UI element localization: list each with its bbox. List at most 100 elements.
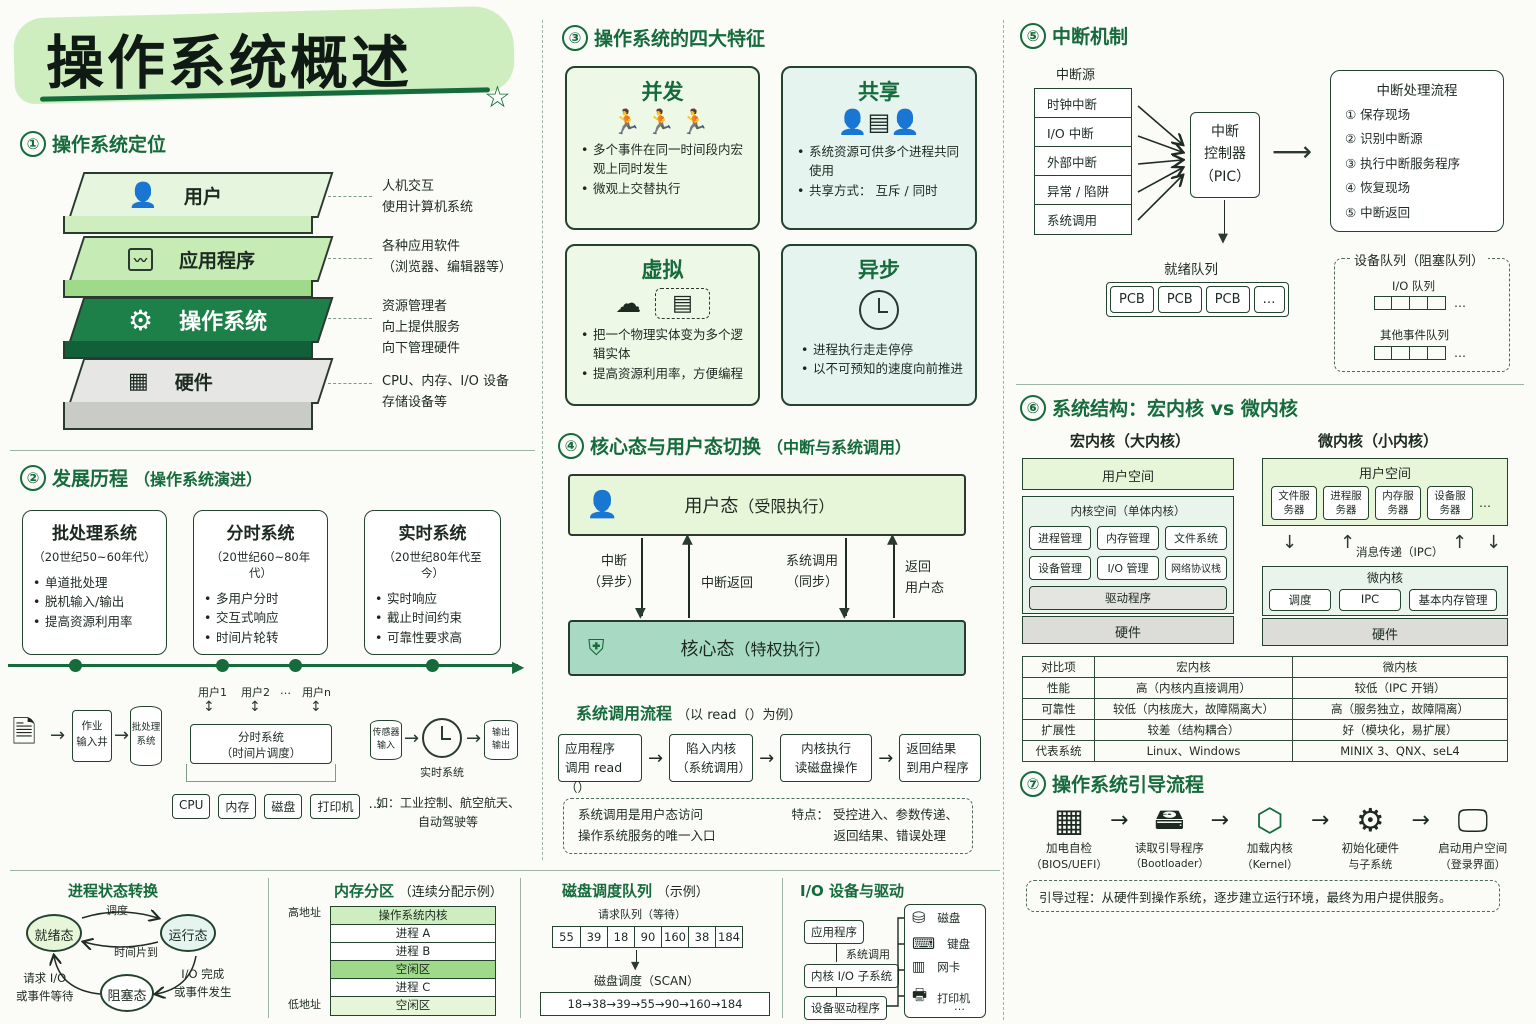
ts-user-1: 用户1 bbox=[198, 686, 227, 699]
service-order: 18 → 38 → 39 → 55 → 90 → 160 → 184 bbox=[540, 992, 770, 1016]
request-queue-title: 请求队列（等待） bbox=[598, 908, 686, 921]
arrow: → bbox=[114, 725, 130, 746]
arrow: ↕ bbox=[203, 699, 215, 715]
timeline-dot bbox=[426, 659, 439, 672]
comparison-table: 对比项 宏内核 微内核 性能高（内核内直接调用）较低（IPC 开销） 可靠性较低… bbox=[1022, 656, 1508, 762]
ready-queue: PCB PCB PCB … bbox=[1106, 282, 1289, 317]
interrupt-sources: 时钟中断 I/O 中断 外部中断 异常 / 陷阱 系统调用 bbox=[1034, 88, 1132, 235]
batch-system: 批处理系统 bbox=[130, 706, 162, 766]
clock-hand bbox=[441, 726, 443, 740]
device-queue-title: 设备队列（阻塞队列） bbox=[1350, 250, 1489, 269]
layer-hardware-side bbox=[63, 402, 313, 430]
order-value: 184 bbox=[720, 997, 743, 1011]
request-cell: 18 bbox=[607, 927, 634, 947]
boot-flow: ▦ 加电自检（BIOS/UEFI） → 🖴 读取引导程序（Bootloader）… bbox=[1030, 800, 1514, 873]
proc-title: 进程状态转换 bbox=[68, 882, 159, 900]
printer-icon: 🖶 bbox=[912, 985, 928, 1004]
interrupt-flow: 中断处理流程 ① 保存现场 ② 识别中断源 ③ 执行中断服务程序 ④ 恢复现场 … bbox=[1330, 70, 1504, 232]
ts-user-n: 用户n bbox=[302, 686, 331, 699]
layer-user-side bbox=[63, 216, 313, 234]
flow-step: 内核执行读磁盘操作 bbox=[780, 734, 873, 782]
gear-icon: ⚙ bbox=[1355, 801, 1385, 839]
feature-sharing: 共享 👤▤👤 系统资源可供多个进程共同使用共享方式： 互斥 / 同时 bbox=[781, 66, 977, 230]
arrowhead: ▼ bbox=[1218, 231, 1228, 246]
gear-icon: ⚙ bbox=[128, 303, 154, 337]
s6-heading: ⑥ 系统结构：宏内核 vs 微内核 bbox=[1020, 394, 1298, 421]
star-icon: ☆ bbox=[484, 80, 511, 115]
module: I/O 管理 bbox=[1097, 556, 1159, 580]
ts-resources: CPU 内存 磁盘 打印机 … bbox=[172, 794, 381, 819]
label-timeslice: 时间片到 bbox=[114, 946, 158, 959]
boot-step: ⬡ 加载内核（Kernel） bbox=[1231, 800, 1309, 873]
driver: 驱动程序 bbox=[1029, 586, 1227, 610]
note-hardware: CPU、内存、I/O 设备存储设备等 bbox=[382, 374, 510, 410]
era-batch: 批处理系统 （20世纪50~60年代） 单道批处理脱机输入/输出提高资源利用率 bbox=[22, 510, 167, 655]
queue-cell bbox=[1410, 296, 1428, 310]
server: 内存服务器 bbox=[1375, 486, 1421, 521]
resource-cpu: CPU bbox=[172, 794, 211, 819]
arrow: → bbox=[648, 747, 664, 769]
device-disk: ⛁磁盘 bbox=[912, 908, 961, 927]
note-os: 资源管理者向上提供服务向下管理硬件 bbox=[382, 299, 461, 356]
server: 文件服务器 bbox=[1271, 486, 1317, 521]
device-printer: 🖶打印机 bbox=[912, 984, 970, 1011]
request-cell: 90 bbox=[634, 927, 661, 947]
micro-hardware: 硬件 bbox=[1262, 618, 1508, 646]
arrow-down bbox=[1224, 200, 1225, 238]
module: 内存管理 bbox=[1097, 526, 1159, 550]
label-syscall: 系统调用（同步） bbox=[786, 554, 839, 590]
io-queue-cells: … bbox=[1374, 296, 1466, 310]
macro-kernel-space: 内核空间（单体内核） 进程管理 内存管理 文件系统 设备管理 I/O 管理 网络… bbox=[1022, 496, 1234, 614]
state-ready: 就绪态 bbox=[26, 914, 82, 952]
macro-title: 宏内核（大内核） bbox=[1070, 432, 1191, 450]
pcb-ellipsis: … bbox=[1253, 286, 1285, 313]
arrow: → bbox=[1210, 808, 1229, 833]
micro-user-space: 用户空间 文件服务器 进程服务器 内存服务器 设备服务器 … bbox=[1262, 458, 1508, 526]
order-arrow: → bbox=[582, 997, 592, 1011]
source-arrows bbox=[1137, 105, 1190, 221]
cloud-icon: ☁ bbox=[615, 288, 642, 319]
layer-hardware: ▦硬件 bbox=[68, 358, 334, 404]
syscall-note: 系统调用是用户态访问操作系统服务的唯一入口 特点： 受控进入、参数传递、返回结果… bbox=[563, 798, 973, 854]
note-user: 人机交互使用计算机系统 bbox=[382, 179, 474, 215]
user-mode-bar: 👤 用户态 （受限执行） bbox=[568, 474, 966, 536]
disk-icon: 🖴 bbox=[1154, 802, 1185, 837]
boot-note: 引导过程：从硬件到操作系统，逐步建立运行环境，最终为用户提供服务。 bbox=[1026, 880, 1500, 912]
s2-heading: ② 发展历程 （操作系统演进） bbox=[20, 464, 262, 491]
boot-step: ▦ 加电自检（BIOS/UEFI） bbox=[1030, 801, 1108, 871]
arrow: → bbox=[759, 747, 775, 769]
divider bbox=[520, 878, 521, 1018]
micro-kernel: 微内核 调度 IPC 基本内存管理 bbox=[1262, 566, 1508, 616]
shared-resource-icon: 👤▤👤 bbox=[837, 108, 921, 136]
disk-algo: 磁盘调度（SCAN） bbox=[594, 974, 700, 988]
arrow-down bbox=[845, 538, 847, 616]
boot-step: 🖵 启动用户空间（登录界面） bbox=[1432, 800, 1514, 873]
runner-icons: 🏃🏃🏃 bbox=[611, 108, 714, 136]
flow-step: 应用程序调用 read（） bbox=[558, 734, 642, 795]
feature-virtual: 虚拟 ☁ ▤ 把一个物理实体变为多个逻辑实体提高资源利用率，方便编程 bbox=[565, 244, 760, 406]
timeline bbox=[8, 664, 518, 667]
label-done: I/O 完成或事件发生 bbox=[174, 967, 232, 999]
ts-core: 分时系统（时间片调度） bbox=[190, 724, 332, 764]
s1-heading: ① 操作系统定位 bbox=[20, 130, 166, 157]
arrow: → bbox=[1411, 808, 1430, 833]
event-queue-label: 其他事件队列 bbox=[1380, 328, 1449, 342]
state-arrows bbox=[20, 900, 197, 1010]
timeline-arrowhead: ▶ bbox=[512, 657, 525, 676]
arrow-down bbox=[641, 538, 643, 616]
label-return-user: 返回用户态 bbox=[905, 560, 945, 596]
timeline-dot bbox=[289, 659, 302, 672]
device-nic: ▥网卡 bbox=[912, 959, 961, 975]
pcb: PCB bbox=[1157, 286, 1202, 313]
state-running: 运行态 bbox=[160, 914, 216, 952]
disk-title: 磁盘调度队列 （示例） bbox=[562, 882, 709, 900]
label-schedule: 调度 bbox=[106, 904, 128, 917]
io-app: 应用程序 bbox=[804, 920, 864, 944]
leader-line bbox=[328, 318, 372, 319]
queue-cell bbox=[1374, 346, 1392, 360]
divider bbox=[268, 878, 269, 1018]
arrow: → bbox=[878, 747, 894, 769]
ts-user-2: 用户2 bbox=[241, 686, 270, 699]
